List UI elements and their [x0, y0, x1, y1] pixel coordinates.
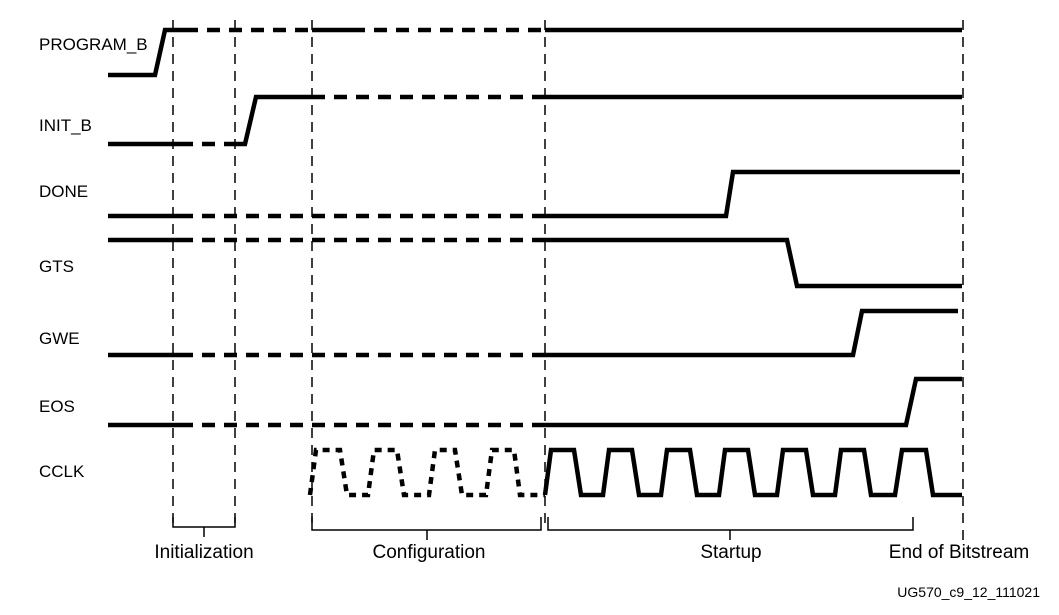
signal-label-program-b: PROGRAM_B: [39, 35, 148, 54]
bracket-configuration: [311, 517, 542, 531]
waveform-cclk: [307, 447, 962, 498]
waveform-init-b: [108, 94, 962, 147]
phase-label-end-of-bitstream: End of Bitstream: [889, 542, 1029, 563]
phase-label-configuration: Configuration: [372, 542, 485, 563]
signal-label-init-b: INIT_B: [39, 116, 92, 135]
phase-brackets: [172, 517, 914, 540]
signal-label-eos: EOS: [39, 397, 75, 416]
waveform-gwe: [108, 308, 958, 358]
signal-label-cclk: CCLK: [39, 462, 85, 481]
phase-label-startup: Startup: [700, 542, 761, 563]
phase-label-initialization: Initialization: [154, 542, 253, 563]
bracket-initialization: [172, 517, 236, 528]
figure-id: UG570_c9_12_111021: [897, 584, 1040, 600]
phase-markers: [172, 20, 964, 540]
signal-label-gts: GTS: [39, 257, 74, 276]
signal-label-done: DONE: [39, 182, 88, 201]
signal-label-gwe: GWE: [39, 329, 80, 348]
bracket-startup: [547, 517, 914, 531]
waveform-gts: [108, 237, 962, 289]
waveform-program-b: [108, 27, 962, 78]
waveform-eos: [108, 376, 962, 428]
waveform-done: [108, 169, 960, 219]
